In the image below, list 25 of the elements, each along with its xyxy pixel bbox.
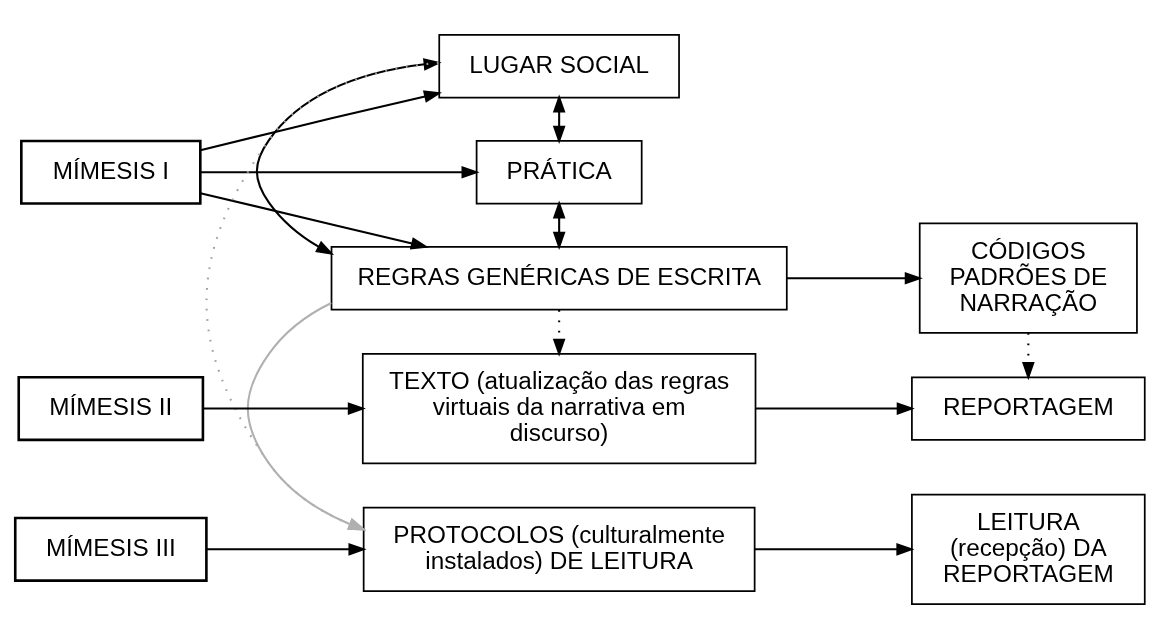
arrow: [200, 165, 480, 179]
arrow: [786, 271, 923, 285]
node-box: TEXTO (atualização das regras virtuais da narrativa em discurso): [361, 352, 757, 465]
arrow: [206, 542, 367, 556]
arrow: [755, 542, 915, 556]
arrow: [552, 200, 566, 250]
arrow: [203, 402, 366, 415]
node-box: PRÁTICA: [475, 140, 643, 205]
node-box: MÍMESIS II: [17, 375, 205, 442]
arrow: [255, 58, 442, 255]
arrow: [246, 302, 367, 531]
arrow: [755, 402, 915, 415]
node-box: REPORTAGEM: [911, 376, 1146, 441]
node-box: MÍMESIS I: [20, 139, 202, 205]
arrow: [552, 94, 566, 144]
node-box: MÍMESIS III: [13, 516, 208, 582]
node-box: LEITURA (recepção) DA REPORTAGEM: [911, 493, 1146, 605]
arrow: [200, 192, 429, 250]
node-box: PROTOCOLOS (culturalmente instalados) DE LEITURA: [362, 506, 756, 592]
node-box: REGRAS GENÉRICAS DE ESCRITA: [330, 246, 788, 311]
node-box: CÓDIGOS PADRÕES DE NARRAÇÃO: [918, 222, 1138, 334]
arrow: [1022, 333, 1035, 381]
arrow: [200, 90, 442, 152]
arrow: [552, 310, 566, 357]
node-box: LUGAR SOCIAL: [438, 34, 680, 99]
